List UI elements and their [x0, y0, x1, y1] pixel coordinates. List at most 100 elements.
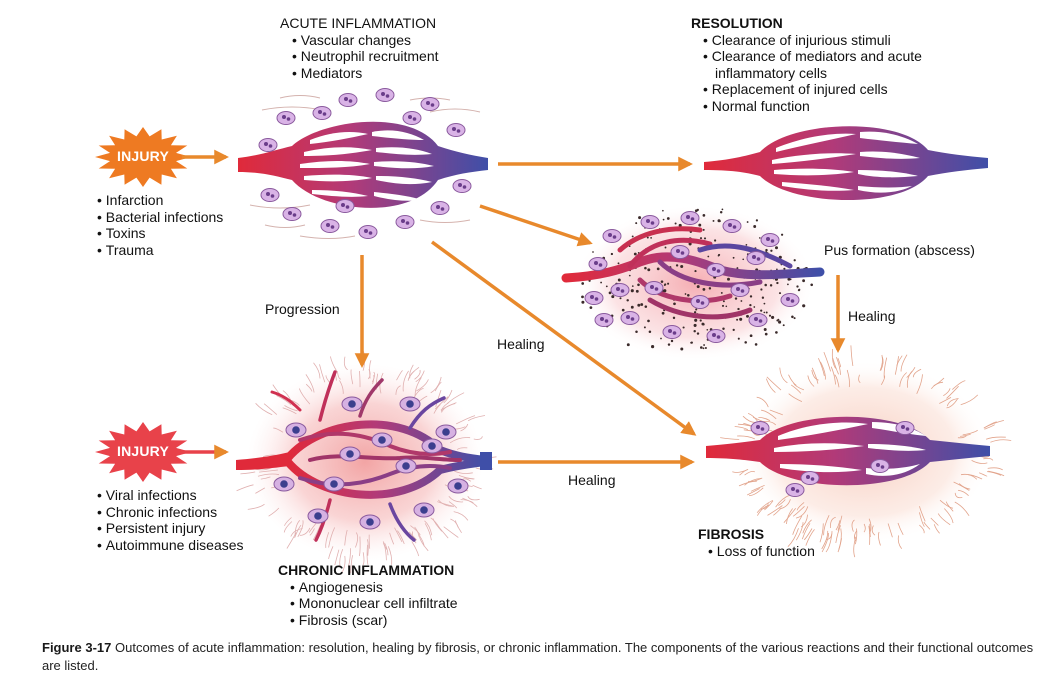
pus-speck	[776, 281, 779, 285]
fiber-strand	[783, 508, 797, 523]
fiber-strand	[801, 523, 811, 540]
figure-caption: Figure 3-17 Outcomes of acute inflammati…	[42, 639, 1042, 675]
pus-speck	[744, 341, 747, 344]
fiber-strand	[339, 380, 344, 394]
pus-speck	[704, 346, 707, 350]
fiber-strand	[443, 389, 453, 404]
healing-right-label: Healing	[848, 308, 896, 324]
fiber-strand	[854, 530, 858, 542]
fiber-strand	[796, 502, 805, 511]
fiber-strand	[855, 528, 858, 545]
pus-speck	[789, 278, 792, 281]
fiber-strand	[397, 530, 405, 545]
fiber-strand	[273, 427, 284, 433]
pus-speck	[796, 285, 799, 288]
fiber-strand	[394, 527, 403, 543]
pus-speck	[758, 237, 761, 239]
pus-speck	[749, 334, 753, 338]
fiber-strand	[294, 520, 301, 536]
pus-speck	[721, 304, 725, 307]
fiber-strand	[383, 543, 387, 561]
pus-speck	[663, 289, 667, 293]
fiber-strand	[811, 369, 819, 381]
fiber-strand	[443, 526, 459, 538]
fiber-strand	[749, 487, 764, 497]
resolution-vessel	[704, 126, 988, 201]
fiber-strand	[761, 409, 777, 420]
fibrosis-title: FIBROSIS	[698, 526, 765, 542]
fiber-strand	[792, 506, 805, 517]
pus-speck	[707, 255, 710, 258]
fiber-strand	[952, 380, 966, 390]
pus-speck	[746, 314, 749, 318]
fiber-strand	[962, 429, 978, 436]
pus-speck	[581, 300, 585, 304]
pus-speck	[680, 347, 684, 351]
injury-top-causes: Infarction Bacterial infections Toxins T…	[97, 192, 224, 259]
pus-speck	[581, 282, 585, 285]
fiber-strand	[946, 398, 959, 407]
fiber-strand	[438, 526, 449, 539]
healing-bottom-label: Healing	[568, 472, 616, 488]
fiber-strand	[946, 385, 959, 399]
fiber-strand	[968, 474, 978, 480]
cause-item: Toxins	[97, 225, 223, 242]
fiber-strand	[954, 501, 970, 517]
fiber-strand	[786, 508, 793, 525]
fiber-strand	[818, 358, 825, 377]
fiber-strand	[923, 521, 931, 530]
cause-item: Chronic infections	[97, 504, 244, 521]
pus-speck	[646, 236, 649, 239]
pus-speck	[768, 314, 772, 317]
fiber-strand	[330, 356, 338, 372]
cause-item: Trauma	[97, 242, 223, 259]
pus-speck	[791, 315, 794, 319]
acute-item: Mediators	[292, 65, 439, 82]
pus-speck	[703, 237, 707, 240]
fiber-strand	[737, 435, 755, 440]
fiber-strand	[979, 472, 988, 477]
pus-speck	[680, 264, 684, 269]
fiber-strand	[456, 415, 476, 425]
fiber-strand	[850, 345, 854, 366]
fiber-strand	[747, 413, 758, 422]
fiber-strand	[930, 517, 939, 526]
fiber-strand	[367, 539, 369, 556]
fiber-strand	[313, 362, 321, 379]
fiber-strand	[424, 520, 433, 536]
fiber-strand	[340, 555, 346, 575]
pus-speck	[608, 291, 612, 295]
cause-item: Viral infections	[97, 487, 244, 504]
pus-speck	[693, 311, 697, 314]
fiber-strand	[899, 372, 907, 387]
pus-speck	[617, 262, 620, 265]
pus-speck	[793, 317, 796, 320]
fiber-strand	[432, 518, 443, 532]
fiber-strand	[779, 367, 788, 384]
fiber-strand	[387, 546, 393, 565]
pus-speck	[775, 246, 778, 250]
pus-speck	[673, 302, 676, 306]
fiber-strand	[434, 381, 442, 392]
pus-speck	[722, 327, 725, 330]
pus-speck	[644, 305, 648, 308]
pus-speck	[778, 320, 782, 324]
fiber-strand	[286, 532, 297, 549]
pus-speck	[754, 343, 758, 346]
resolution-item: Clearance of injurious stimuli	[703, 32, 922, 49]
fiber-strand	[449, 437, 471, 444]
pus-speck	[699, 346, 703, 349]
fiber-strand	[769, 409, 783, 416]
cause-item: Infarction	[97, 192, 223, 209]
fiber-strand	[312, 524, 321, 541]
fiber-strand	[897, 522, 904, 535]
fiber-strand	[802, 519, 812, 534]
acute-inflammation-label: ACUTE INFLAMMATION Vascular changes Neut…	[280, 15, 439, 81]
fiber-strand	[788, 393, 803, 402]
fiber-strand	[467, 415, 486, 422]
pus-speck	[810, 283, 813, 287]
chronic-item: Angiogenesis	[290, 579, 458, 596]
fiber-strand	[836, 356, 841, 375]
pus-speck	[763, 328, 767, 331]
fiber-strand	[325, 532, 330, 548]
